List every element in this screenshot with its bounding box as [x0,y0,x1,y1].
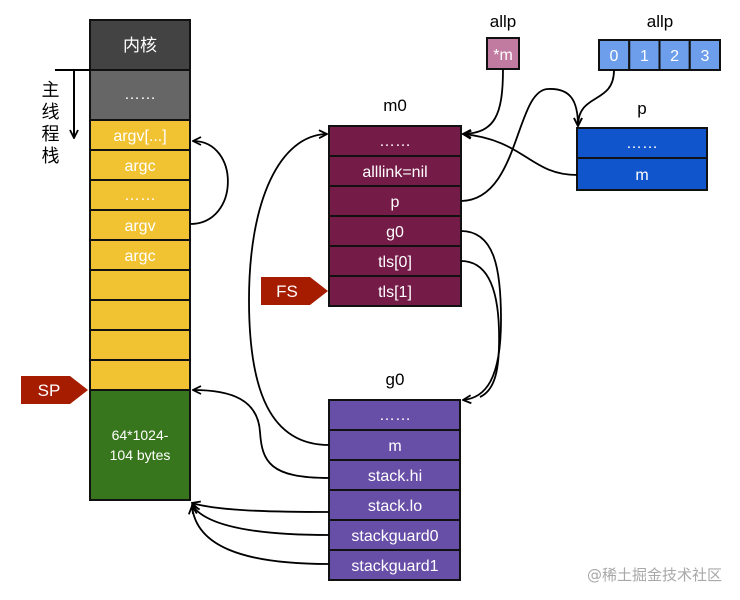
arrow-stackguard1-to-stack-bottom [192,506,330,565]
fs-pointer-tag: FS [261,277,328,305]
allp-title: allp [647,12,673,31]
stack-row-empty [89,359,191,391]
arrow-g0-m-to-m0 [248,134,330,446]
arrow-argv-to-argv-array [189,141,229,225]
sp-pointer-tag: SP [21,376,88,404]
sp-label: SP [38,381,61,400]
stack-row-label: …… [124,187,156,204]
m0-field-alllink [328,155,462,187]
m0-field-label: p [391,194,400,211]
p-field-label: m [635,167,648,184]
m0-field [328,125,462,157]
allp-cell [628,39,661,71]
m0-field-label: tls[1] [378,284,412,301]
p-field-m [576,157,708,191]
m0-field-tls1 [328,275,462,307]
stack-row-label: argc [124,248,155,265]
stack-row-kernel [89,19,191,71]
g0-field-label: stackguard1 [351,558,438,575]
g0-field-label: stack.lo [368,498,422,515]
arrow-allp-m-to-m0 [463,68,504,134]
stack-row-label: 内核 [123,36,157,56]
g0-stack-region [89,389,191,501]
allp-m-cell-label: *m [493,47,513,64]
allp-cell-label: 3 [700,48,709,65]
stack-row-gap [89,69,191,121]
g0-title: g0 [386,370,405,389]
arrow-stackguard0-to-stack-bottom [192,505,330,536]
stack-row-argc [89,149,191,181]
stack-row-label: …… [124,86,156,103]
p-struct: …… m [576,127,708,191]
watermark: @稀土掘金技术社区 [587,566,722,584]
m0-field-label: g0 [386,224,404,241]
sp-tag-shape [21,376,88,404]
m0-field-label: …… [379,133,411,150]
g0-stack-size-line1: 64*1024- [112,427,169,443]
allp-cell-label: 1 [640,48,649,65]
stack-row-label: argv [124,218,155,235]
arrow-m0-g0-to-g0 [460,230,502,400]
g0-field-stackguard1 [328,549,461,581]
allp-cell [688,39,721,71]
g0-struct: …… m stack.hi stack.lo stackguard0 stack… [328,399,461,581]
g0-field [328,399,461,431]
arrow-stack-lo-to-stack-bottom [192,503,330,513]
allp-cell-label: 2 [670,48,679,65]
main-thread-stack: 内核 …… argv[...] argc …… argv argc 64*102… [89,19,191,501]
p-title: p [637,99,646,118]
arrow-stack-hi-to-sp [193,390,330,479]
allp-cell-label: 0 [610,48,619,65]
fs-tag-shape [261,277,328,305]
main-thread-stack-label: 主线程栈 [39,80,60,168]
stack-row-empty [89,299,191,331]
arrow-allp0-to-p [578,69,615,126]
g0-field-stack-lo [328,489,461,521]
arrow-m0-p-to-p [460,88,578,202]
stack-row-label: argc [124,158,155,175]
stack-row-empty [89,269,191,301]
stack-row-label: argv[...] [113,128,166,145]
fs-label: FS [276,282,298,301]
p-field-label: …… [626,135,658,152]
g0-field-label: …… [379,407,411,424]
pointer-arrows [189,68,615,565]
g0-field-label: stackguard0 [351,528,438,545]
m0-field-label: alllink=nil [362,164,427,181]
m0-struct: …… alllink=nil p g0 tls[0] tls[1] [328,125,462,307]
g0-field-label: m [388,438,401,455]
stack-row-empty [89,329,191,361]
g0-stack-size-line2: 104 bytes [110,447,171,463]
allp-array: 0 1 2 3 [598,39,721,71]
g0-field-label: stack.hi [368,468,422,485]
stack-row-argv [89,209,191,241]
m0-title: m0 [383,96,407,115]
arrow-m0-tls0-to-g0 [460,260,501,398]
arrow-p-m-to-m0 [463,134,578,176]
m0-field-label: tls[0] [378,254,412,271]
allp-m-title: allp [490,12,516,31]
